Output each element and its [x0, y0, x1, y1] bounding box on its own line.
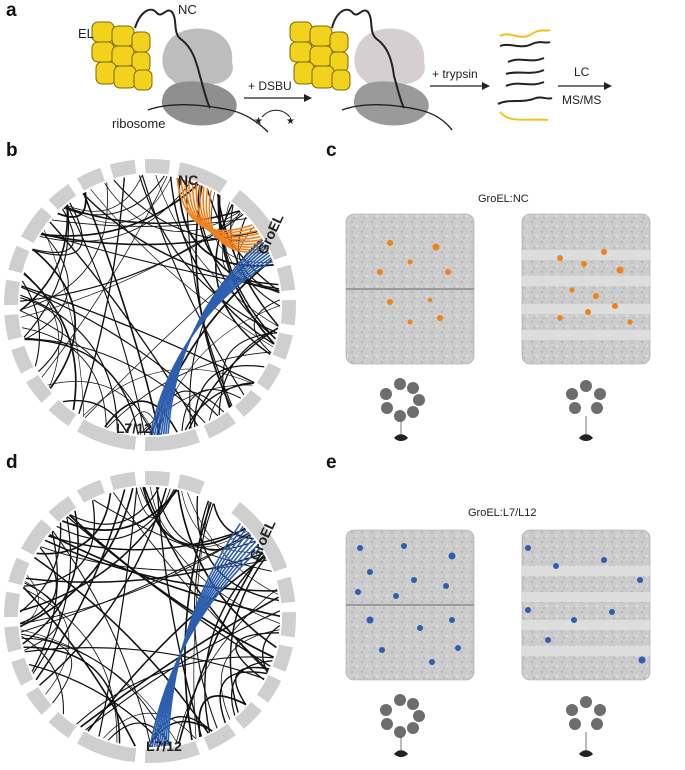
panel-c-letter: c: [326, 140, 337, 161]
label-el: EL: [78, 26, 94, 41]
label-ribosome: ribosome: [112, 116, 165, 131]
arrow-1-head: [304, 94, 312, 102]
eye-icon-e-left: [394, 736, 408, 757]
star-left: ★: [254, 116, 263, 127]
heptamer-ring-icon-c-left: [380, 378, 425, 422]
nascent-chain-2: [331, 8, 405, 109]
groel-barrel-1: [91, 21, 153, 91]
panel-c-title: GroEL:NC: [478, 193, 529, 205]
label-msms: MS/MS: [562, 93, 601, 107]
nascent-chain-1: [134, 8, 211, 109]
label-trypsin: + trypsin: [432, 67, 478, 81]
groel-surface-c-cut: [521, 213, 651, 365]
panel-a-schematic: EL NC ribosome + DSBU ★ ★ + trypsin LC: [78, 2, 612, 133]
half-ring-icon-e-right: [566, 696, 606, 730]
groel-surface-c-front: [345, 213, 475, 365]
panel-e-title: GroEL:L7/L12: [468, 507, 537, 519]
half-ring-icon-c-right: [566, 380, 606, 414]
arrow-2-head: [482, 82, 490, 90]
groel-surface-e-cut: [521, 529, 651, 681]
panel-a-letter: a: [6, 0, 17, 21]
blue-crosslinks-e-cut: [525, 545, 646, 664]
circos-b-label-l7: L7/12: [116, 420, 152, 436]
panel-d-letter: d: [6, 452, 18, 473]
crosslinker-arc: [261, 109, 291, 118]
mrna-1: [147, 104, 269, 133]
peptide-fragments: [497, 29, 553, 121]
heptamer-ring-icon-e-left: [380, 694, 425, 738]
arrow-3-head: [604, 82, 612, 90]
ribosome-small-subunit-1: [161, 81, 237, 126]
label-nc: NC: [178, 2, 197, 17]
star-right: ★: [286, 116, 295, 127]
ribosome-small-subunit-2: [353, 81, 429, 126]
circos-d-label-l7: L7/12: [146, 738, 182, 754]
groel-surface-e-front: [345, 529, 475, 681]
mrna-2: [341, 104, 453, 131]
orange-crosslinks-c-cut: [557, 249, 633, 325]
eye-icon-c-right: [579, 416, 593, 441]
orange-crosslinks-c-front: [377, 240, 451, 325]
label-lc: LC: [574, 65, 590, 79]
panel-e-letter: e: [326, 452, 337, 473]
eye-icon-c-left: [394, 420, 408, 441]
panel-b-letter: b: [6, 140, 18, 161]
ribosome-large-subunit-1: [162, 28, 233, 89]
eye-icon-e-right: [579, 732, 593, 757]
blue-crosslinks-e-front: [355, 543, 461, 665]
groel-barrel-2: [289, 21, 351, 91]
label-dsbu: + DSBU: [248, 79, 292, 93]
circos-b-label-nc: NC: [178, 172, 199, 188]
